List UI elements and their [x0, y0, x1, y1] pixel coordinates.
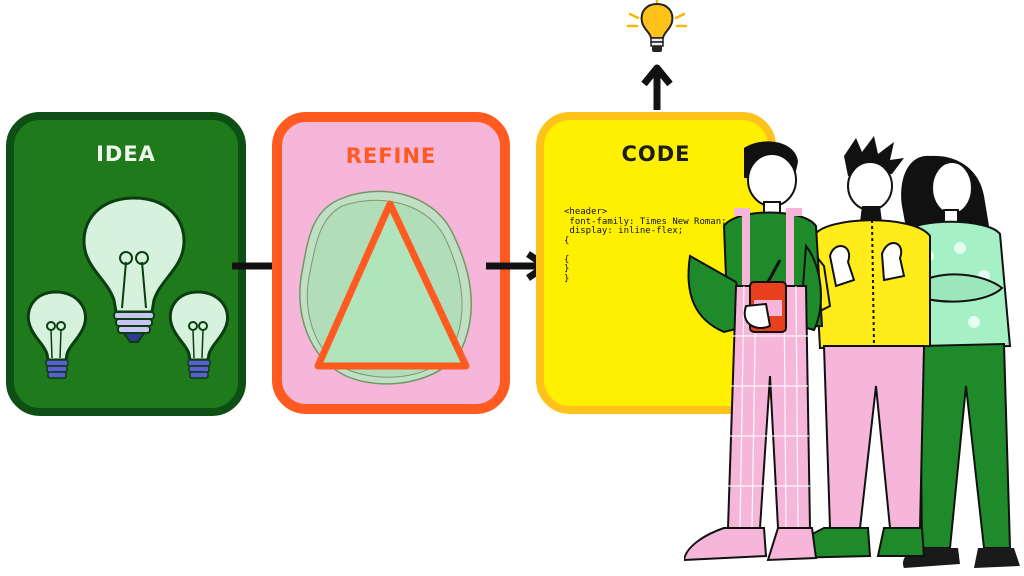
arrow-up-icon: [641, 64, 673, 110]
idea-title: IDEA: [96, 142, 156, 166]
person-left: [684, 141, 824, 562]
idea-card: IDEA: [6, 112, 246, 416]
refine-card: REFINE: [272, 112, 510, 414]
triangle-icon: [299, 190, 472, 385]
person-middle: [786, 136, 931, 560]
lightbulb-icon-right: [168, 290, 229, 379]
person-right: [901, 155, 1020, 568]
code-title: CODE: [621, 142, 691, 166]
lightbulb-icon: [626, 0, 688, 52]
refine-title: REFINE: [345, 144, 437, 168]
lightbulb-group-icon: [26, 196, 229, 379]
lightbulb-icon-large: [82, 196, 186, 343]
code-snippet: <header> font-family: Times New Roman; d…: [564, 207, 727, 284]
people-illustration: [684, 136, 1020, 568]
lightbulb-icon-left: [26, 290, 87, 379]
